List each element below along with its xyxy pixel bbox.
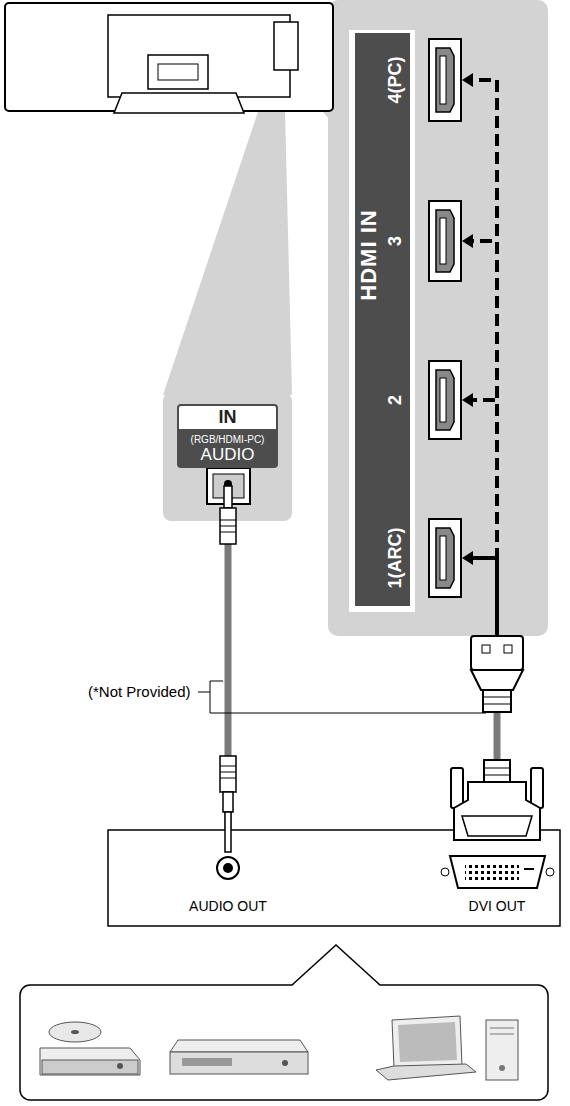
hdmi-port: 2	[428, 360, 462, 440]
audio-in-label: IN(RGB/HDMI-PC)AUDIO	[177, 404, 278, 468]
hdmi-port: 4(PC)	[428, 38, 462, 122]
source-device: AUDIO OUT DVI OUT	[108, 830, 560, 926]
hdmi-port: 3	[428, 200, 462, 282]
hdmi-label-strip: HDMI IN	[355, 33, 410, 606]
alternative-connection	[462, 73, 497, 830]
port-symbol	[428, 200, 462, 282]
port-symbol	[428, 360, 462, 440]
label-text: AUDIO OUT	[189, 898, 267, 914]
label-text: IN	[177, 404, 278, 431]
port-symbol	[428, 38, 462, 122]
port-number: 3	[385, 236, 406, 246]
port-number: 1(ARC)	[385, 528, 406, 589]
port-number: 4(PC)	[385, 56, 406, 103]
hdmi-title: HDMI IN	[356, 209, 382, 300]
port-number: 2	[385, 395, 406, 405]
label-text: (RGB/HDMI-PC)	[177, 431, 278, 445]
cable-segment	[494, 712, 501, 760]
label-text: DVI OUT	[469, 898, 526, 914]
port-symbol	[428, 518, 462, 598]
note-label: (*Not Provided)	[88, 683, 191, 700]
hdmi-port: 1(ARC)	[428, 518, 462, 598]
label-text: AUDIO	[177, 445, 278, 468]
alternative-connection	[462, 234, 497, 830]
